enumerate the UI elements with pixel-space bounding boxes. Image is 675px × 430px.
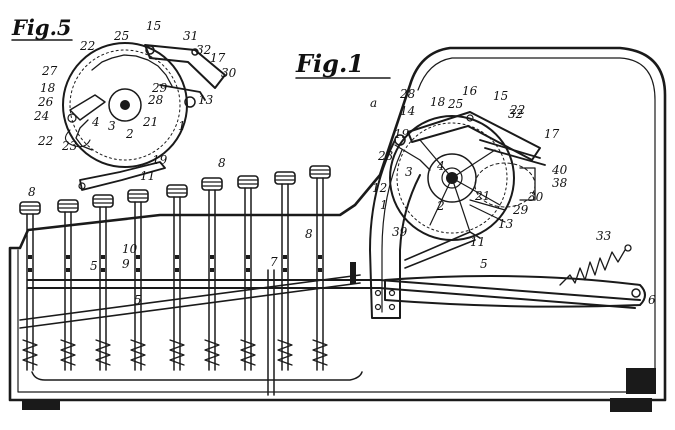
fig5-part-label: 24	[33, 109, 49, 123]
fig1-part-label: 7	[270, 255, 278, 269]
key-bar	[274, 171, 296, 371]
fig1-part-label: 1	[380, 198, 388, 212]
fig5-part-label: 1	[178, 119, 186, 133]
fig5-part-label: 29	[151, 81, 168, 95]
fig1-part-label: 2	[436, 199, 445, 213]
fig1-part-label: 6	[648, 293, 656, 307]
fig1-part-label: 39	[392, 225, 408, 239]
fig1-part-label: 29	[512, 203, 529, 217]
key-bar	[57, 199, 79, 371]
fig1-part-label: 21	[474, 189, 490, 203]
fig1-part-label: 19	[394, 127, 410, 141]
fig1-part-label: 15	[493, 89, 508, 103]
fig1-title: Fig.1	[295, 49, 364, 78]
fig1-part-label: 17	[544, 127, 560, 141]
fig1-part-label: 11	[470, 235, 485, 249]
fig1-part-label: 28	[399, 87, 416, 101]
fig5-part-label: 25	[113, 29, 129, 43]
fig1-part-label: 38	[552, 176, 568, 190]
fig5-part-label: 4	[91, 115, 100, 129]
fig1-part-label: 9	[122, 257, 130, 271]
fig5-wheel	[62, 42, 226, 191]
key-bar	[309, 165, 331, 371]
fig1-part-label: 23	[377, 149, 394, 163]
frame-arm	[369, 139, 481, 319]
fig1-part-label: 8	[28, 185, 36, 199]
fig1-part-label: 10	[122, 242, 138, 256]
fig1-part-label: 33	[596, 229, 612, 243]
fig1-part-label: 18	[430, 95, 446, 109]
key-bar	[166, 184, 188, 371]
key-bar	[237, 175, 259, 371]
machine-case	[8, 46, 667, 412]
fig1-part-label: 14	[400, 104, 415, 118]
fig1-part-label: 25	[447, 97, 463, 111]
fig1-part-label: 5	[134, 293, 142, 307]
fig5-part-label: 28	[147, 93, 164, 107]
fig5-part-label: 13	[198, 93, 214, 107]
fig1-part-label: 22	[509, 103, 525, 117]
fig5-part-label: 27	[41, 64, 58, 78]
fig1-part-label: 16	[462, 84, 478, 98]
fig5-part-label: 26	[37, 95, 54, 109]
fig5-part-label: 31	[183, 29, 198, 43]
fig5-part-label: 3	[108, 119, 116, 133]
fig5-title: Fig.5	[11, 15, 72, 40]
fig5-part-label: 22	[37, 134, 53, 148]
figure-titles: Fig.5 Fig.1	[11, 15, 391, 79]
fig1-part-label: 5	[90, 259, 98, 273]
key-bar	[127, 189, 149, 371]
fig1-part-label: 40	[551, 163, 568, 177]
fig1-part-label: 30	[528, 190, 544, 204]
fig5-part-label: 22	[79, 39, 95, 53]
fig1-part-label: 3	[405, 165, 413, 179]
fig5-part-label: 32	[196, 43, 211, 57]
fig5-part-label: 2	[125, 127, 134, 141]
fig5-part-label: 15	[146, 19, 161, 33]
key-bar	[201, 177, 223, 371]
fig1-part-label: 4	[436, 159, 445, 173]
fig5-part-label: 21	[142, 115, 158, 129]
fig1-part-label: 5	[480, 257, 488, 271]
fig1-part-label: a	[370, 96, 377, 110]
fig1-part-label: 8	[305, 227, 313, 241]
fig5-part-label: 30	[221, 66, 237, 80]
fig1-part-label: 12	[372, 181, 387, 195]
rods	[19, 244, 646, 396]
fig1-part-label: 13	[498, 217, 514, 231]
fig5-part-label: 11	[140, 169, 155, 183]
key-bars	[19, 165, 331, 371]
fig1-part-label: 32	[508, 107, 523, 121]
fig1-part-label: 8	[218, 156, 226, 170]
fig1-wheel	[389, 111, 546, 241]
fig5-part-label: 18	[40, 81, 56, 95]
fig5-part-label: 17	[210, 51, 226, 65]
fig5-part-label: 23	[61, 139, 78, 153]
fig5-part-label: 19	[152, 153, 168, 167]
key-bar	[19, 201, 41, 371]
